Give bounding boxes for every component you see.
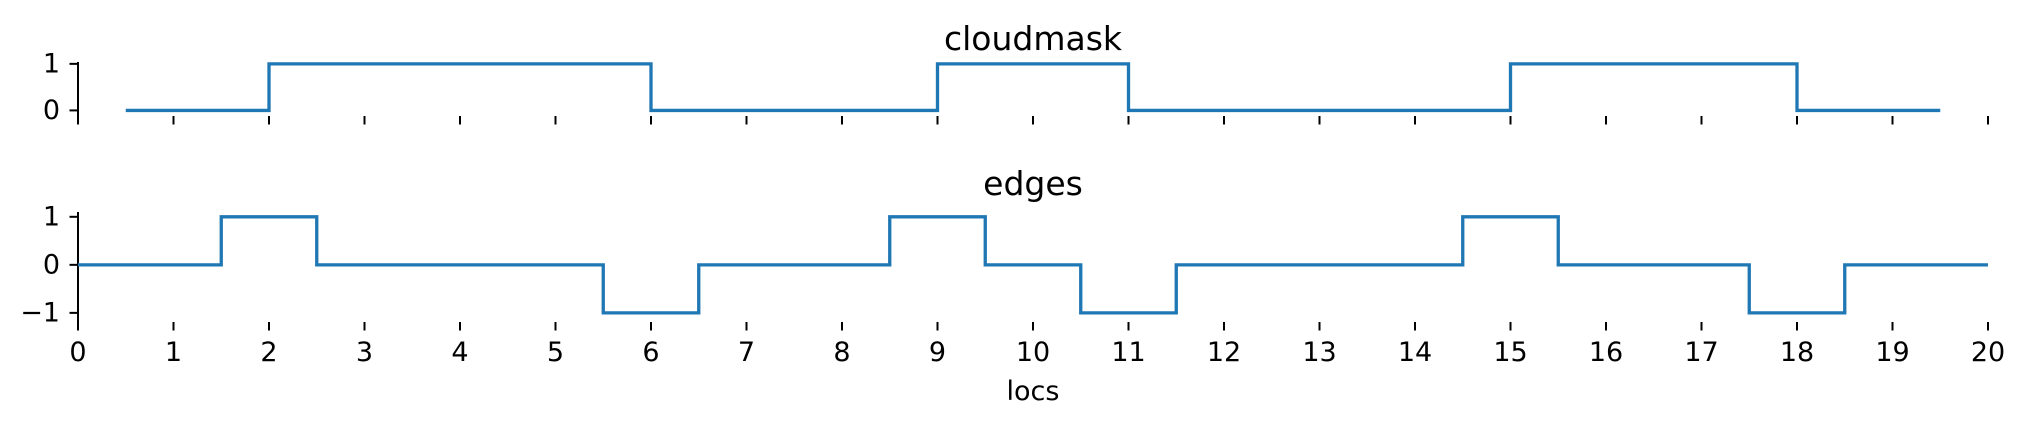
x-tick-label: 5: [547, 337, 564, 368]
x-tick-label: 18: [1780, 337, 1814, 368]
x-tick-label: 17: [1684, 337, 1718, 368]
x-tick-label: 2: [260, 337, 277, 368]
y-tick-label: 1: [43, 201, 60, 232]
x-tick-label: 7: [738, 337, 755, 368]
y-tick-label: −1: [20, 298, 60, 329]
cloudmask-subplot: cloudmask 10: [43, 19, 1989, 126]
y-tick-label: 0: [43, 95, 60, 126]
y-tick-label: 0: [43, 249, 60, 280]
x-tick-label: 0: [69, 337, 86, 368]
x-tick-label: 19: [1875, 337, 1909, 368]
x-tick-label: 11: [1111, 337, 1145, 368]
x-tick-label: 16: [1589, 337, 1623, 368]
x-tick-label: 4: [451, 337, 468, 368]
cloudmask-axes: 10: [43, 49, 1989, 126]
x-tick-label: 6: [642, 337, 659, 368]
edges-title: edges: [983, 164, 1083, 203]
x-tick-label: 12: [1207, 337, 1241, 368]
x-tick-label: 3: [356, 337, 373, 368]
x-tick-label: 9: [929, 337, 946, 368]
x-axis-label: locs: [1007, 376, 1060, 407]
x-tick-label: 15: [1493, 337, 1527, 368]
x-tick-label: 8: [833, 337, 850, 368]
x-tick-label: 1: [165, 337, 182, 368]
edges-step-line: [78, 215, 1988, 315]
cloudmask-title: cloudmask: [944, 19, 1123, 58]
cloudmask-step-line: [125, 62, 1941, 113]
x-tick-label: 14: [1398, 337, 1432, 368]
x-tick-label: 10: [1016, 337, 1050, 368]
x-tick-label: 13: [1302, 337, 1336, 368]
y-tick-label: 1: [43, 49, 60, 80]
x-tick-label: 20: [1971, 337, 2005, 368]
